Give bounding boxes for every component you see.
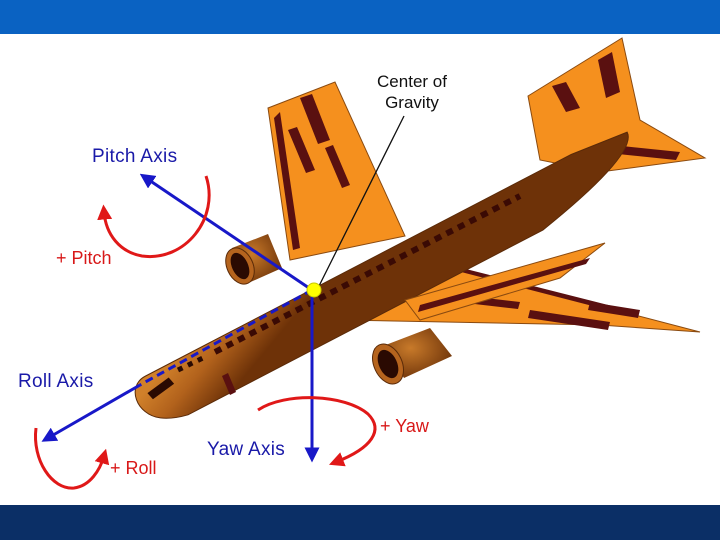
center-of-gravity-dot bbox=[307, 283, 321, 297]
footer-bar bbox=[0, 505, 720, 540]
plus-pitch-label: + Pitch bbox=[56, 249, 112, 267]
pitch-axis-label: Pitch Axis bbox=[92, 147, 177, 166]
roll-rotation-arrow bbox=[35, 428, 104, 488]
roll-axis-label: Roll Axis bbox=[18, 372, 94, 391]
center-of-gravity-label: Center of Gravity bbox=[362, 71, 462, 113]
fuselage bbox=[129, 127, 650, 433]
plus-roll-label: + Roll bbox=[110, 459, 157, 477]
plus-yaw-label: + Yaw bbox=[380, 417, 429, 435]
center-of-gravity-label-line2: Gravity bbox=[362, 92, 462, 113]
pitch-rotation-arrow bbox=[104, 176, 209, 257]
airplane-axes-diagram bbox=[0, 34, 720, 505]
header-bar bbox=[0, 0, 720, 34]
left-engine bbox=[220, 234, 282, 289]
right-engine bbox=[366, 328, 452, 389]
center-of-gravity-label-line1: Center of bbox=[362, 71, 462, 92]
yaw-axis-label: Yaw Axis bbox=[207, 440, 285, 459]
roll-axis-arrow bbox=[48, 385, 140, 438]
